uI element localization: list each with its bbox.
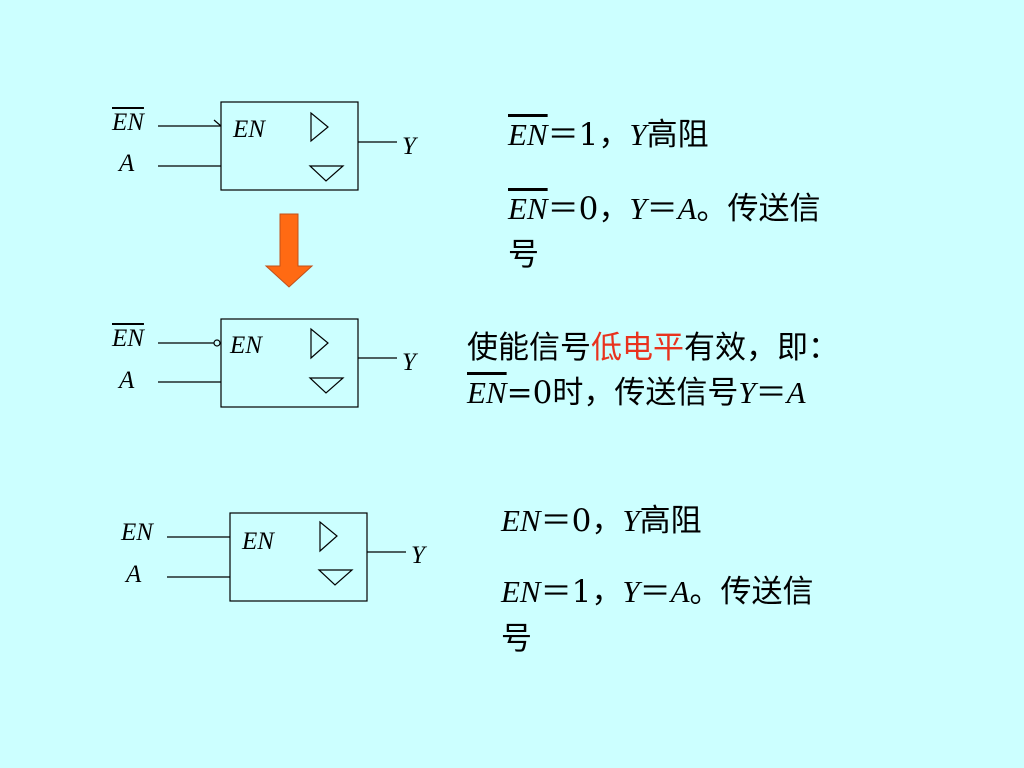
gate-3-buffer-triangle <box>319 520 338 553</box>
gate-2-buffer-triangle <box>310 327 329 360</box>
down-arrow-icon <box>264 213 314 288</box>
gate-2-tristate-triangle <box>308 377 345 394</box>
en-term: EN <box>501 503 541 538</box>
pre-text: 使能信号 <box>467 330 591 366</box>
block-3-line-1: EN＝0，Y高阻 <box>501 496 702 546</box>
rest-text: 。传送信 <box>689 574 814 610</box>
gate-2-y-label: Y <box>402 349 416 376</box>
gate-2-en-bar-label: EN <box>112 325 144 352</box>
gate-3-en-label: EN <box>121 519 153 546</box>
gate-1-a-label: A <box>119 150 135 177</box>
gate-1-en-bar-label: EN <box>112 109 144 136</box>
gate-2-inversion-bubble <box>213 339 221 347</box>
gate-2-a-label: A <box>119 367 135 394</box>
gate-1-box <box>220 101 359 191</box>
gate-1-y-label: Y <box>402 133 416 160</box>
block-2-line-1: 使能信号低电平有效，即： <box>467 323 839 373</box>
gate-1 <box>158 101 397 191</box>
gate-3-en-pin-label: EN <box>242 528 274 555</box>
gate-2-box <box>220 318 359 408</box>
a-term: A <box>670 574 690 609</box>
eq-text: ＝1， <box>540 574 623 610</box>
state-text: 高阻 <box>639 503 702 539</box>
eq-text: ＝1， <box>547 117 630 153</box>
gate-2 <box>158 318 397 408</box>
y-term: Y <box>629 117 647 152</box>
a-term: A <box>677 191 697 226</box>
y-term: Y <box>622 503 640 538</box>
en-term: EN <box>501 574 541 609</box>
gate-1-tristate-triangle <box>308 165 345 182</box>
gate-2-en-pin-label: EN <box>230 332 262 359</box>
eq-text: ＝0， <box>540 503 623 539</box>
y-term: Y <box>622 574 640 609</box>
gate-1-buffer-triangle <box>310 111 329 143</box>
en-bar-term: EN <box>508 191 548 226</box>
block-1-line-1: EN＝1，Y高阻 <box>508 110 709 160</box>
block-1-line-2-wrap: 号 <box>508 237 539 273</box>
eq2-text: ＝ <box>755 375 787 411</box>
eq2-text: ＝ <box>639 574 671 610</box>
block-3-line-2: EN＝1，Y＝A。传送信 <box>501 567 814 617</box>
gate-3-y-label: Y <box>411 542 425 569</box>
rest-text: 。传送信 <box>696 191 821 227</box>
en-bar-term: EN <box>467 375 507 410</box>
y-term: Y <box>738 375 756 410</box>
eq-text: ＝0， <box>547 191 630 227</box>
gate-3 <box>167 512 406 602</box>
block-2-line-2: EN=0时，传送信号Y＝A <box>467 368 806 418</box>
a-term: A <box>786 375 806 410</box>
post-text: 有效，即： <box>684 330 839 366</box>
gate-3-box <box>229 512 368 602</box>
gate-3-tristate-triangle <box>317 569 354 586</box>
block-1-line-2: EN＝0，Y＝A。传送信 <box>508 184 821 234</box>
highlight-text: 低电平 <box>591 330 684 366</box>
eq-text: =0时，传送信号 <box>506 375 739 411</box>
gate-3-a-label: A <box>126 561 142 588</box>
en-bar-term: EN <box>508 117 548 152</box>
y-term: Y <box>629 191 647 226</box>
gate-1-en-mark <box>213 119 222 127</box>
eq2-text: ＝ <box>646 191 678 227</box>
gate-1-en-pin-label: EN <box>233 116 265 143</box>
state-text: 高阻 <box>646 117 709 153</box>
block-3-line-2-wrap: 号 <box>501 621 532 657</box>
